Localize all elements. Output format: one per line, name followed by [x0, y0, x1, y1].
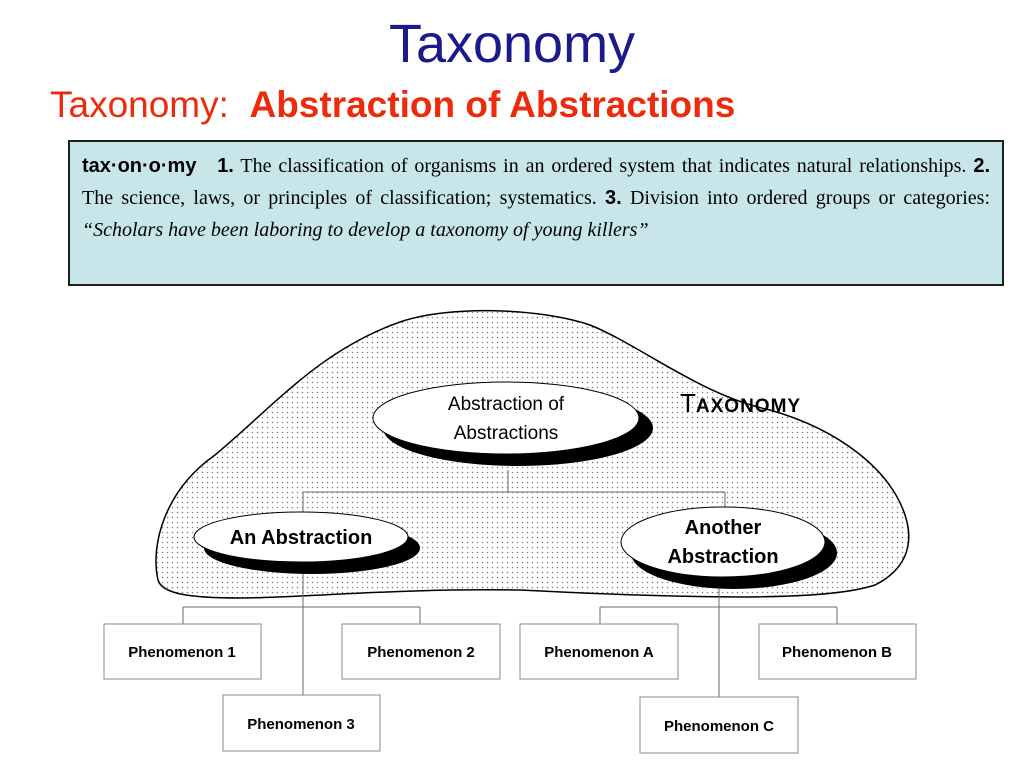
phenomenon-c-box: Phenomenon C — [639, 696, 799, 754]
phenomenon-a-box: Phenomenon A — [519, 623, 679, 680]
right-abstraction-label-line2: Abstraction — [667, 546, 778, 568]
connector-root — [302, 470, 726, 516]
sense-3-number: 3. — [605, 187, 622, 209]
phenomenon-2-label: Phenomenon 2 — [367, 644, 475, 661]
region-label-initial: T — [680, 388, 696, 418]
connector-right — [599, 585, 838, 697]
region-label: TAXONOMY — [680, 388, 801, 418]
definition-box: tax·on·o·my 1. The classification of org… — [68, 140, 1004, 286]
slide-subtitle: Taxonomy: Abstraction of Abstractions — [50, 80, 735, 130]
phenomenon-1-box: Phenomenon 1 — [103, 623, 262, 680]
left-abstraction-node: An Abstraction — [193, 511, 420, 574]
right-abstraction-node: Another Abstraction — [620, 506, 837, 589]
phenomenon-b-label: Phenomenon B — [782, 644, 892, 661]
subtitle-prefix: Taxonomy: — [50, 84, 229, 125]
sense-1-number: 1. — [217, 155, 234, 177]
phenomenon-3-label: Phenomenon 3 — [247, 716, 355, 733]
left-abstraction-label: An Abstraction — [230, 527, 373, 549]
phenomenon-c-label: Phenomenon C — [664, 718, 774, 735]
region-label-rest: AXONOMY — [696, 396, 801, 417]
subtitle-bold: Abstraction of Abstractions — [249, 84, 736, 125]
sense-1-text: The classification of organisms in an or… — [240, 155, 967, 177]
example-quote: “Scholars have been laboring to develop … — [82, 219, 649, 241]
sense-2-number: 2. — [973, 155, 991, 177]
sense-2-text: The science, laws, or principles of clas… — [82, 187, 597, 209]
slide-title: Taxonomy — [388, 14, 636, 74]
phenomenon-3-box: Phenomenon 3 — [222, 694, 381, 752]
phenomenon-b-box: Phenomenon B — [758, 623, 917, 680]
headword: tax·on·o·my — [82, 155, 197, 177]
phenomenon-1-label: Phenomenon 1 — [128, 644, 236, 661]
phenomenon-2-box: Phenomenon 2 — [341, 623, 501, 680]
phenomenon-a-label: Phenomenon A — [544, 644, 654, 661]
root-label-line1: Abstraction of — [448, 394, 565, 415]
connector-left — [182, 568, 421, 695]
right-abstraction-label-line1: Another — [685, 517, 762, 539]
root-label-line2: Abstractions — [454, 423, 559, 444]
root-node: Abstraction of Abstractions — [372, 381, 653, 466]
sense-3-text: Division into ordered groups or categori… — [629, 187, 990, 209]
